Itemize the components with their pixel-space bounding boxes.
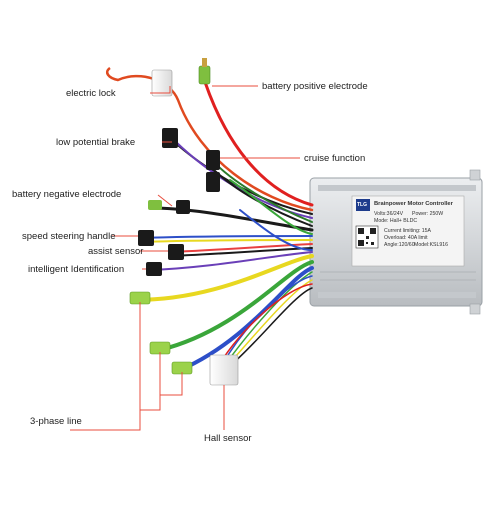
cruise-connector-2: [206, 172, 220, 192]
brake-connector: [162, 128, 178, 148]
battery-positive-connector: [198, 65, 211, 85]
leader-lines: [70, 85, 300, 431]
connectors: [106, 58, 239, 386]
spec-line: Model:KSL916: [414, 242, 449, 248]
motor-controller: [309, 169, 483, 315]
spec-line: Angle:120/60: [384, 242, 415, 248]
label-assist-sensor: assist sensor: [88, 246, 144, 257]
spec-line: Current limiting: 15A: [384, 228, 431, 234]
speed-handle-connector: [138, 230, 154, 246]
leader-electric-lock: [150, 86, 171, 94]
battery-positive-pin: [202, 58, 207, 67]
leader-battery-negative: [157, 194, 173, 207]
label-intelligent-identification: intelligent Identification: [28, 264, 125, 275]
controller-logo: TLG: [357, 202, 367, 208]
cruise-connector: [206, 150, 220, 170]
wire-bundle: [116, 74, 314, 372]
spec-line: Overload: 40A limit: [384, 235, 428, 241]
assist-sensor-connector: [168, 244, 184, 260]
leader-three-phase-b: [140, 352, 161, 411]
label-hall-sensor: Hall sensor: [204, 433, 252, 444]
spec-line: Volts:36/24V: [374, 211, 404, 217]
label-three-phase-line: 3-phase line: [30, 416, 82, 427]
identification-connector: [146, 262, 162, 276]
label-electric-lock: electric lock: [66, 88, 116, 99]
leader-three-phase-a: [70, 302, 141, 431]
label-battery-negative: battery negative electrode: [12, 189, 122, 200]
label-cruise-function: cruise function: [304, 153, 366, 164]
spec-line: Power: 250W: [412, 211, 444, 217]
controller-title: Brainpower Motor Controller: [374, 201, 453, 207]
label-battery-positive: battery positive electrode: [262, 81, 368, 92]
label-low-potential-brake: low potential brake: [56, 137, 136, 148]
spec-line: Mode: Hall+ BLDC: [374, 218, 418, 224]
label-speed-steering-handle: speed steering handle: [22, 231, 116, 242]
electric-lock-plug: [151, 69, 173, 97]
leader-three-phase-c: [160, 372, 183, 396]
battery-negative-connector: [148, 200, 162, 210]
hall-sensor-plug: [209, 354, 239, 386]
qr-code: [355, 225, 379, 249]
